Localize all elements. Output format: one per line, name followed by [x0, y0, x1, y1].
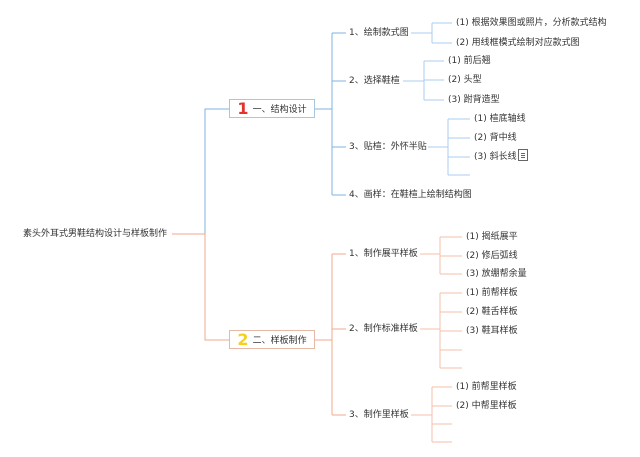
branch-label: 一、结构设计 [252, 105, 307, 115]
topic-draw-style[interactable]: 1、绘制款式图 [349, 28, 409, 38]
leaf[interactable]: (3) 放绷帮余量 [466, 269, 527, 279]
branch-structure-design[interactable]: 1 一、结构设计 [229, 99, 315, 118]
leaf[interactable]: (1) 前帮样板 [466, 288, 518, 298]
topic-lining-pattern[interactable]: 3、制作里样板 [349, 410, 409, 420]
leaf[interactable]: (1) 楦底轴线 [474, 114, 526, 124]
root-topic[interactable]: 素头外耳式男鞋结构设计与样板制作 [23, 229, 168, 239]
branch-number-1: 1 [237, 98, 249, 118]
document-icon[interactable] [518, 149, 528, 161]
leaf[interactable]: (2) 修后弧线 [466, 251, 518, 261]
root-to-branch-1 [172, 108, 229, 235]
leaf[interactable]: (1) 前帮里样板 [456, 382, 517, 392]
leaf[interactable]: (3) 跗背造型 [448, 95, 500, 105]
leaf[interactable]: (2) 头型 [448, 75, 482, 85]
branch-number-2: 2 [237, 329, 249, 349]
leaf[interactable]: (2) 用线框模式绘制对应款式图 [456, 38, 580, 48]
root-to-branch-2 [172, 233, 229, 341]
branch-label: 二、样板制作 [252, 336, 307, 346]
leaf[interactable]: (2) 背中线 [474, 133, 517, 143]
leaf[interactable]: (3) 鞋耳样板 [466, 326, 518, 336]
leaf[interactable]: (2) 中帮里样板 [456, 401, 517, 411]
leaf[interactable]: (1) 根据效果图或照片，分析款式结构 [456, 18, 607, 28]
leaf[interactable]: (3) 斜长线 [474, 152, 517, 162]
leaf[interactable]: (1) 揭纸展平 [466, 232, 518, 242]
branch-pattern-making[interactable]: 2 二、样板制作 [229, 330, 315, 349]
topic-draw-on-last[interactable]: 4、画样：在鞋楦上绘制结构图 [349, 190, 472, 200]
topic-standard-pattern[interactable]: 2、制作标准样板 [349, 324, 418, 334]
leaf[interactable]: (2) 鞋舌样板 [466, 307, 518, 317]
topic-select-last[interactable]: 2、选择鞋楦 [349, 76, 400, 86]
topic-flat-pattern[interactable]: 1、制作展平样板 [349, 249, 418, 259]
topic-last-taping[interactable]: 3、贴楦：外怀半贴 [349, 142, 427, 152]
leaf[interactable]: (1) 前后翘 [448, 56, 491, 66]
